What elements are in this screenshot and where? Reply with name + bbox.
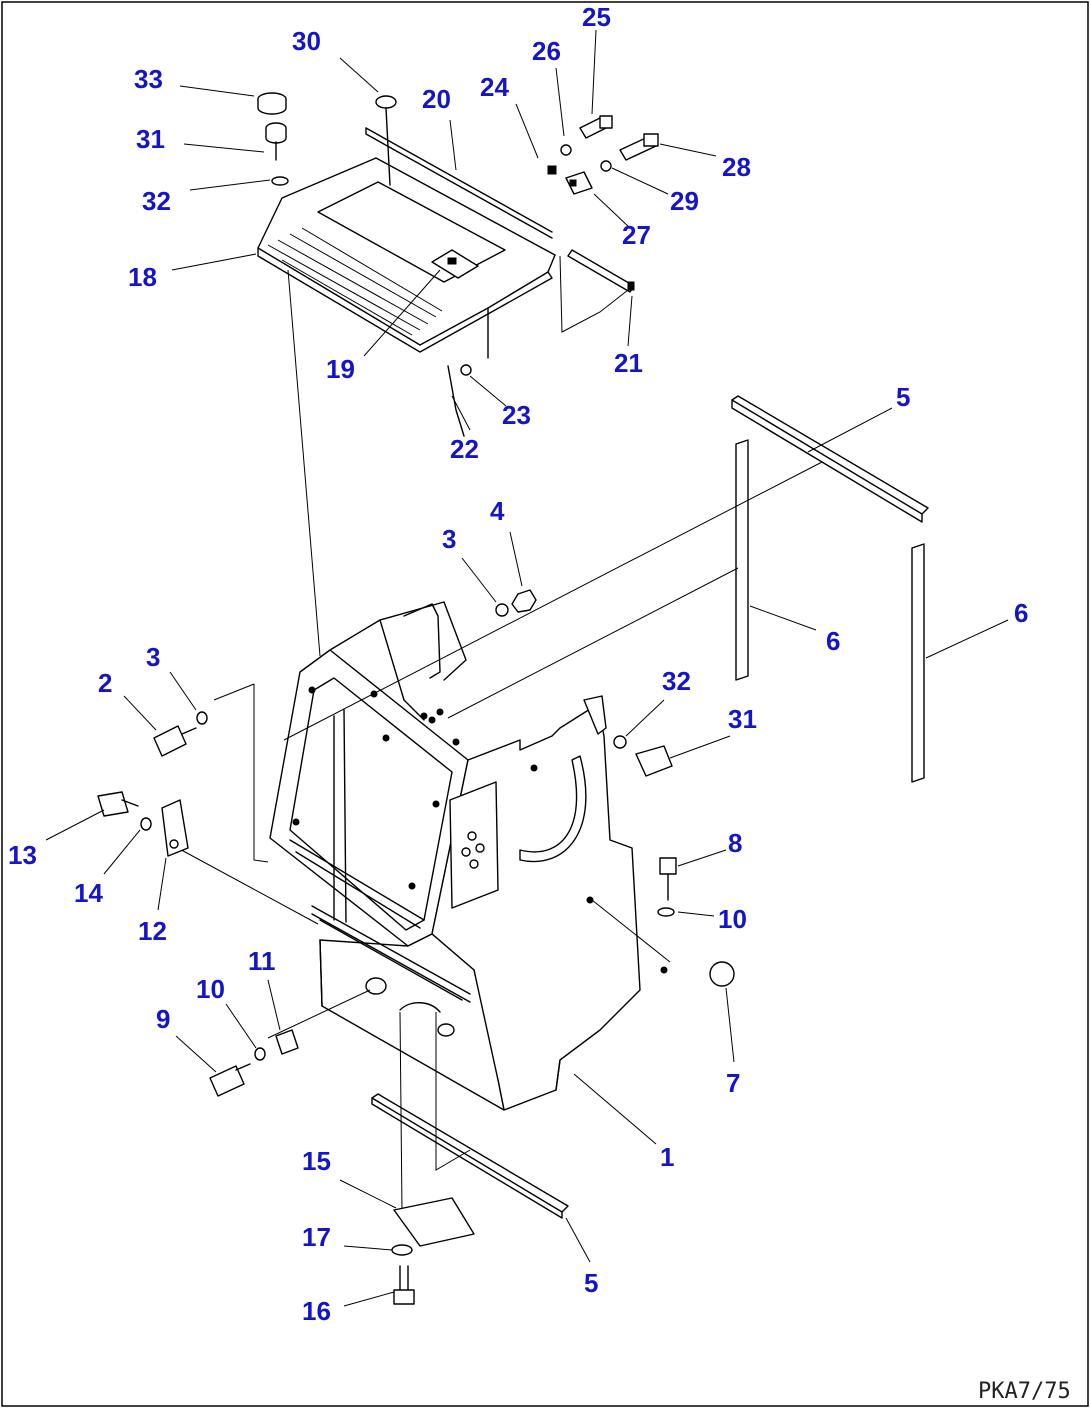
seal-5-bottom	[371, 1093, 569, 1219]
callout-11: 11	[248, 946, 276, 976]
bolt-8	[657, 857, 677, 917]
bolt-16	[393, 1265, 415, 1305]
bolt-25	[560, 115, 613, 156]
callout-20: 20	[422, 84, 451, 114]
callout-5-top: 5	[896, 382, 910, 412]
callout-9: 9	[156, 1004, 170, 1034]
callout-22: 22	[450, 434, 479, 464]
callout-31-top: 31	[136, 124, 165, 154]
callout-32-top: 32	[142, 186, 171, 216]
stay-21	[567, 249, 635, 293]
callout-15: 15	[302, 1146, 331, 1176]
bolt-9	[209, 1063, 251, 1097]
callout-8: 8	[728, 828, 742, 858]
plate-12	[161, 799, 189, 857]
callout-31-side: 31	[728, 704, 757, 734]
callout-3-top: 3	[442, 524, 456, 554]
nut-4-washer-3	[495, 589, 537, 617]
top-cover-18	[257, 157, 593, 359]
seal-5-top	[731, 395, 929, 523]
callout-3-left: 3	[146, 642, 160, 672]
callout-16: 16	[302, 1296, 331, 1326]
callout-32-side: 32	[662, 666, 691, 696]
bolt-31-side	[635, 745, 673, 777]
callout-21: 21	[614, 348, 643, 378]
grommet-7	[709, 961, 735, 987]
callout-5-bottom: 5	[584, 1268, 598, 1298]
leader-lines	[45, 29, 1009, 1307]
callout-28: 28	[722, 152, 751, 182]
callout-29: 29	[670, 186, 699, 216]
bolt-13-washer-14	[97, 791, 152, 831]
callout-6-left: 6	[826, 626, 840, 656]
callout-labels: 33 30 31 32 20 24 26 25 28 29 27 18 19 2…	[8, 2, 1028, 1326]
rod-20	[365, 127, 553, 239]
knob-30	[375, 95, 397, 186]
seal-6-left	[735, 439, 749, 681]
bolt-31-top	[265, 122, 287, 161]
washer-32-top	[271, 176, 289, 186]
callout-26: 26	[532, 36, 561, 66]
washer-32-side	[613, 735, 627, 749]
main-case-1	[269, 601, 668, 1111]
callout-27: 27	[622, 220, 651, 250]
washer-17	[391, 1244, 413, 1256]
callout-2: 2	[98, 668, 112, 698]
callout-17: 17	[302, 1222, 331, 1252]
callout-25: 25	[582, 2, 611, 32]
callout-6-right: 6	[1014, 598, 1028, 628]
seal-6-right	[911, 543, 925, 783]
callout-13: 13	[8, 840, 37, 870]
callout-10-right: 10	[718, 904, 747, 934]
callout-23: 23	[502, 400, 531, 430]
collar-11	[275, 1029, 299, 1055]
callout-14: 14	[74, 878, 103, 908]
bolt-28	[600, 133, 659, 172]
callout-30: 30	[292, 26, 321, 56]
callout-1: 1	[660, 1142, 674, 1172]
callout-19: 19	[326, 354, 355, 384]
cover-15	[393, 1197, 475, 1247]
bolt-2	[153, 711, 208, 757]
callout-33: 33	[134, 64, 163, 94]
cap-33	[257, 92, 287, 115]
callout-10-left: 10	[196, 974, 225, 1004]
callout-12: 12	[138, 916, 167, 946]
callout-24: 24	[480, 72, 509, 102]
callout-18: 18	[128, 262, 157, 292]
callout-4: 4	[490, 496, 505, 526]
pin-22-clip-23	[447, 364, 472, 437]
callout-7: 7	[726, 1068, 740, 1098]
washer-10	[254, 1047, 266, 1061]
guide-lines	[173, 255, 823, 1211]
diagram-code: PKA7/75	[978, 1379, 1071, 1404]
